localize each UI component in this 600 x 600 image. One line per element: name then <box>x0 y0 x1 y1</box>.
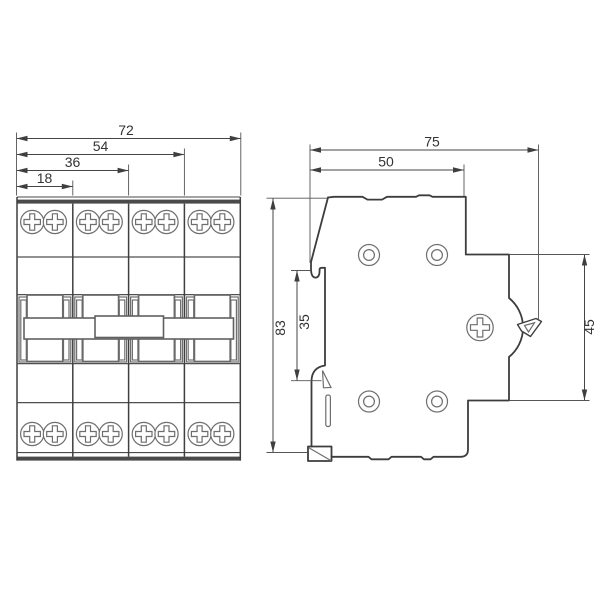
dimension-arrow <box>16 183 28 190</box>
front-body <box>16 196 242 461</box>
phillips-cross-icon <box>469 317 491 338</box>
dim-label-83: 83 <box>272 320 288 336</box>
dimension-arrow <box>229 135 241 142</box>
dimension-arrow <box>61 183 73 190</box>
rivet-inner-icon <box>431 249 444 262</box>
dimension-arrow <box>310 167 321 173</box>
rivet-icon <box>357 390 381 413</box>
clip-spike <box>321 370 332 389</box>
dim-label-75: 75 <box>424 134 440 150</box>
side-details <box>357 243 494 413</box>
rivet-icon <box>425 390 449 413</box>
front-extension-lines <box>16 132 242 196</box>
front-dimensions: 72 54 36 18 <box>16 122 242 196</box>
dimension-arrow <box>270 198 276 210</box>
front-dim-lines <box>16 138 241 187</box>
dimension-arrow <box>581 254 588 266</box>
phillips-cross-icon <box>79 425 97 443</box>
phillips-cross-icon <box>157 213 176 231</box>
side-view: 75 50 83 35 45 <box>16 134 597 462</box>
dimension-arrow <box>16 151 28 158</box>
dim-label-35: 35 <box>296 314 312 330</box>
dimension-arrow <box>294 369 300 381</box>
dimension-arrow <box>173 151 185 158</box>
clip-foot-diagonal <box>308 447 332 462</box>
phillips-cross-icon <box>101 213 120 231</box>
clip-foot <box>307 445 333 462</box>
dimension-arrow <box>581 389 588 401</box>
dimension-arrow <box>270 441 276 453</box>
phillips-cross-icon <box>23 425 41 443</box>
phillips-cross-icon <box>79 213 97 231</box>
phillips-cross-icon <box>157 425 176 443</box>
phillips-cross-icon <box>46 425 64 443</box>
dim-label-54: 54 <box>93 138 109 154</box>
phillips-cross-icon <box>213 425 232 443</box>
rivet-inner-icon <box>363 395 376 408</box>
front-top-band <box>17 199 241 204</box>
phillips-cross-icon <box>213 213 232 231</box>
dimension-arrow <box>310 147 321 153</box>
dimension-arrow <box>117 167 129 174</box>
side-dimensions: 75 50 83 35 45 <box>266 134 597 453</box>
dim-label-45: 45 <box>581 319 597 335</box>
dimension-arrow <box>16 135 28 142</box>
dim-label-36: 36 <box>65 154 81 170</box>
side-dim-lines <box>272 149 585 453</box>
dim-label-50: 50 <box>378 154 394 170</box>
rivet-inner-icon <box>363 249 376 262</box>
front-view: 72 54 36 18 <box>16 122 242 461</box>
side-left-profile <box>310 196 329 448</box>
handle-center-plate <box>94 315 165 339</box>
dimension-arrow <box>16 167 28 174</box>
phillips-cross-icon <box>135 425 153 443</box>
terminal-flap <box>516 317 543 338</box>
phillips-cross-icon <box>190 213 209 231</box>
phillips-cross-icon <box>101 425 120 443</box>
phillips-cross-icon <box>135 213 153 231</box>
dimension-arrow <box>527 147 539 153</box>
phillips-cross-icon <box>46 213 64 231</box>
dimension-arrow <box>294 270 300 282</box>
rivet-icon <box>425 243 449 267</box>
side-extension-lines <box>266 144 590 453</box>
rivet-icon <box>357 243 381 267</box>
front-side-edges <box>16 197 242 461</box>
dimension-arrow <box>453 167 464 173</box>
phillips-cross-icon <box>23 213 41 231</box>
dim-label-18: 18 <box>37 170 53 186</box>
clip-slot <box>325 394 331 428</box>
terminal-flap-inner <box>523 321 536 334</box>
side-body <box>307 194 543 462</box>
dimension-arrowheads <box>16 135 588 453</box>
dim-label-72: 72 <box>118 122 134 138</box>
front-bottom-band <box>17 456 241 461</box>
side-profile <box>327 194 524 461</box>
phillips-cross-icon <box>190 425 209 443</box>
rivet-inner-icon <box>431 395 444 408</box>
